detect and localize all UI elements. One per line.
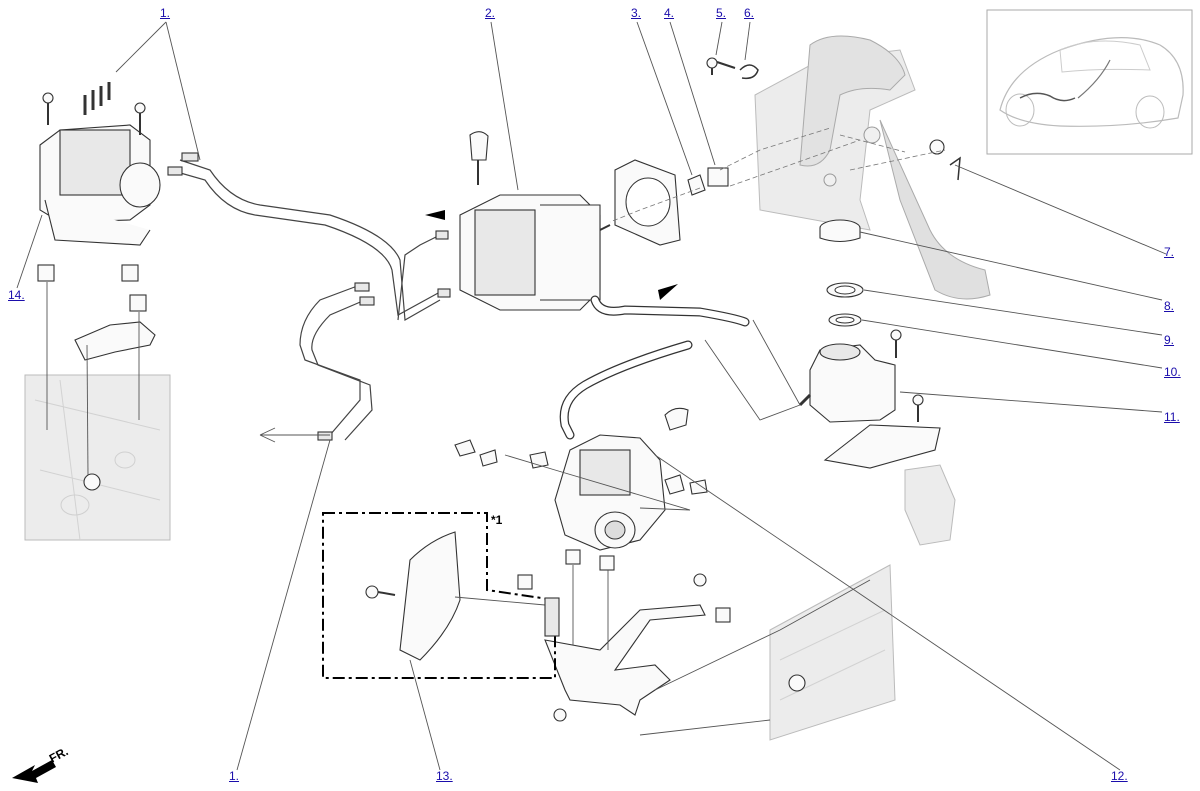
callout-14[interactable]: 14. (8, 288, 25, 302)
pump-mounting-bracket (544, 565, 871, 736)
abs-actuator (37, 82, 161, 491)
brake-fluid-reservoir (798, 329, 941, 469)
small-clip-parts (609, 57, 961, 223)
callout-1-top[interactable]: 1. (160, 6, 171, 20)
vehicle-locator-inset (986, 9, 1193, 155)
vehicle-body-panel-right (769, 464, 956, 741)
callout-9[interactable]: 9. (1164, 333, 1175, 347)
abs-bolts (42, 82, 146, 135)
callout-10[interactable]: 10. (1164, 365, 1181, 379)
callout-5[interactable]: 5. (716, 6, 727, 20)
note-mark: *1 (491, 513, 503, 527)
callout-7[interactable]: 7. (1164, 245, 1175, 259)
vehicle-body-panel-left (24, 374, 171, 541)
booster-gasket (614, 159, 681, 246)
callout-6[interactable]: 6. (744, 6, 755, 20)
reservoir-hoses (559, 284, 801, 440)
callout-12[interactable]: 12. (1111, 769, 1128, 783)
callout-3[interactable]: 3. (631, 6, 642, 20)
callout-1-bottom[interactable]: 1. (229, 769, 240, 783)
callout-13[interactable]: 13. (436, 769, 453, 783)
callout-2[interactable]: 2. (485, 6, 496, 20)
brake-pedal-assembly (754, 35, 991, 300)
reservoir-cap (819, 219, 864, 327)
brake-booster (425, 131, 611, 311)
front-direction-indicator: FR. (12, 744, 70, 783)
brake-actuator-pump (259, 407, 806, 722)
callout-4[interactable]: 4. (664, 6, 675, 20)
brake-lines (167, 152, 451, 441)
leader-lines (16, 21, 1167, 771)
callout-11[interactable]: 11. (1164, 410, 1180, 424)
callout-8[interactable]: 8. (1164, 299, 1175, 313)
cover-detail-box (322, 512, 560, 679)
